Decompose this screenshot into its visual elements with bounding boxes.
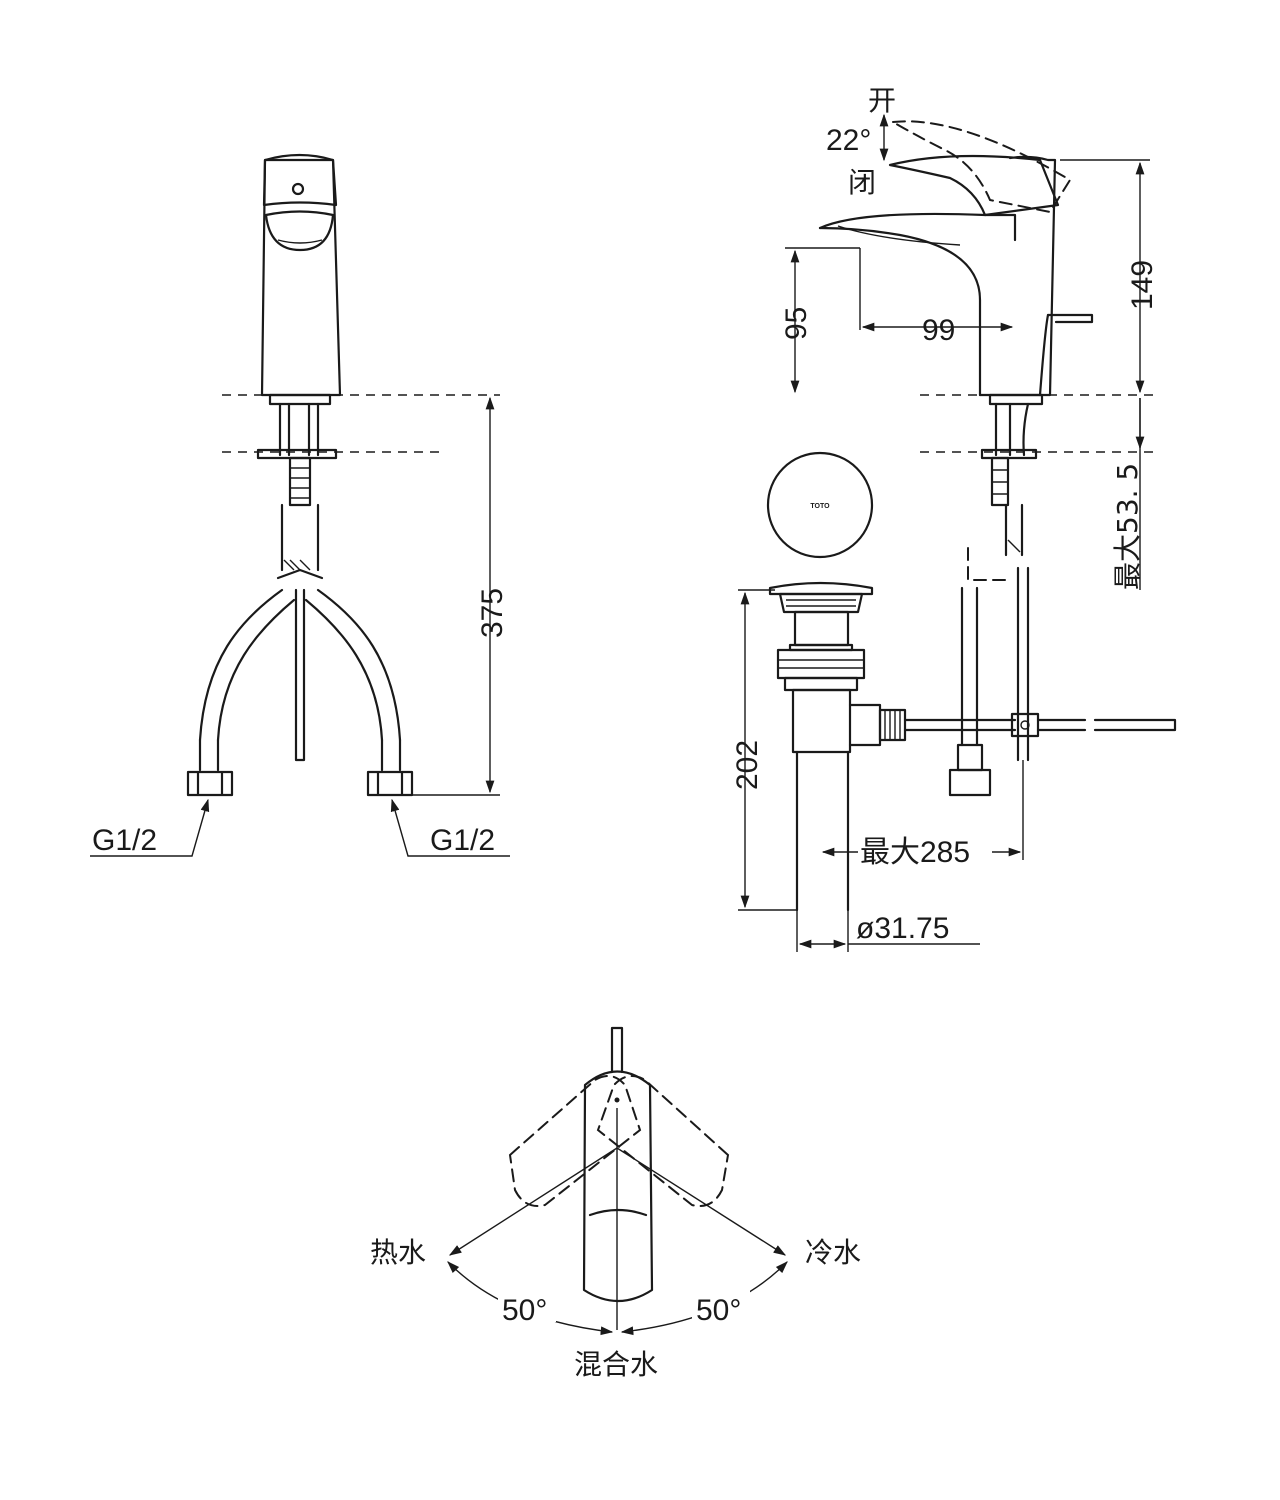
drain-cap: TOTO — [766, 451, 874, 559]
cap-logo: TOTO — [810, 503, 830, 510]
label-closed: 闭 — [848, 166, 876, 199]
dim-95: 95 — [780, 307, 813, 340]
dim-149: 149 — [1126, 260, 1159, 310]
dim-max-53-5: 最大53. 5 — [1111, 463, 1144, 590]
hose-left — [198, 588, 296, 742]
dim-max-285: 最大285 — [860, 836, 970, 869]
front-view: 375 G1/2 G1/2 — [90, 153, 510, 857]
label-angle-right: 50° — [696, 1294, 741, 1327]
faucet-body-front — [260, 158, 342, 397]
nut-left — [186, 770, 234, 797]
handle-closed — [888, 154, 1060, 217]
label-open: 开 — [868, 84, 896, 117]
handle-hot-position — [508, 1075, 642, 1207]
label-g12-right: G1/2 — [430, 824, 495, 857]
dim-375: 375 — [476, 588, 509, 638]
handle-open — [889, 120, 1072, 214]
nut-right — [366, 770, 414, 797]
label-g12-left: G1/2 — [92, 824, 157, 857]
handle-indicator — [291, 182, 305, 196]
side-view: 149 95 99 最大53. 5 开 22° 闭 — [780, 84, 1160, 590]
label-cold: 冷水 — [805, 1236, 861, 1269]
hose-right — [304, 588, 402, 742]
handle-cold-position — [596, 1075, 730, 1207]
faucet-top — [582, 1070, 654, 1302]
label-22-deg: 22° — [826, 124, 871, 157]
label-hot: 热水 — [370, 1236, 426, 1269]
drain-assembly: 202 最大285 ø31.75 — [731, 547, 1177, 952]
dim-99: 99 — [922, 314, 955, 347]
spout — [818, 212, 1017, 242]
dim-202: 202 — [731, 740, 764, 790]
label-angle-left: 50° — [502, 1294, 547, 1327]
aerator-outlet — [264, 210, 335, 252]
top-view: 热水 冷水 50° 50° 混合水 — [370, 1026, 861, 1381]
dim-diameter: ø31.75 — [856, 912, 949, 945]
label-mixed: 混合水 — [574, 1348, 658, 1381]
handle-front — [262, 153, 338, 207]
